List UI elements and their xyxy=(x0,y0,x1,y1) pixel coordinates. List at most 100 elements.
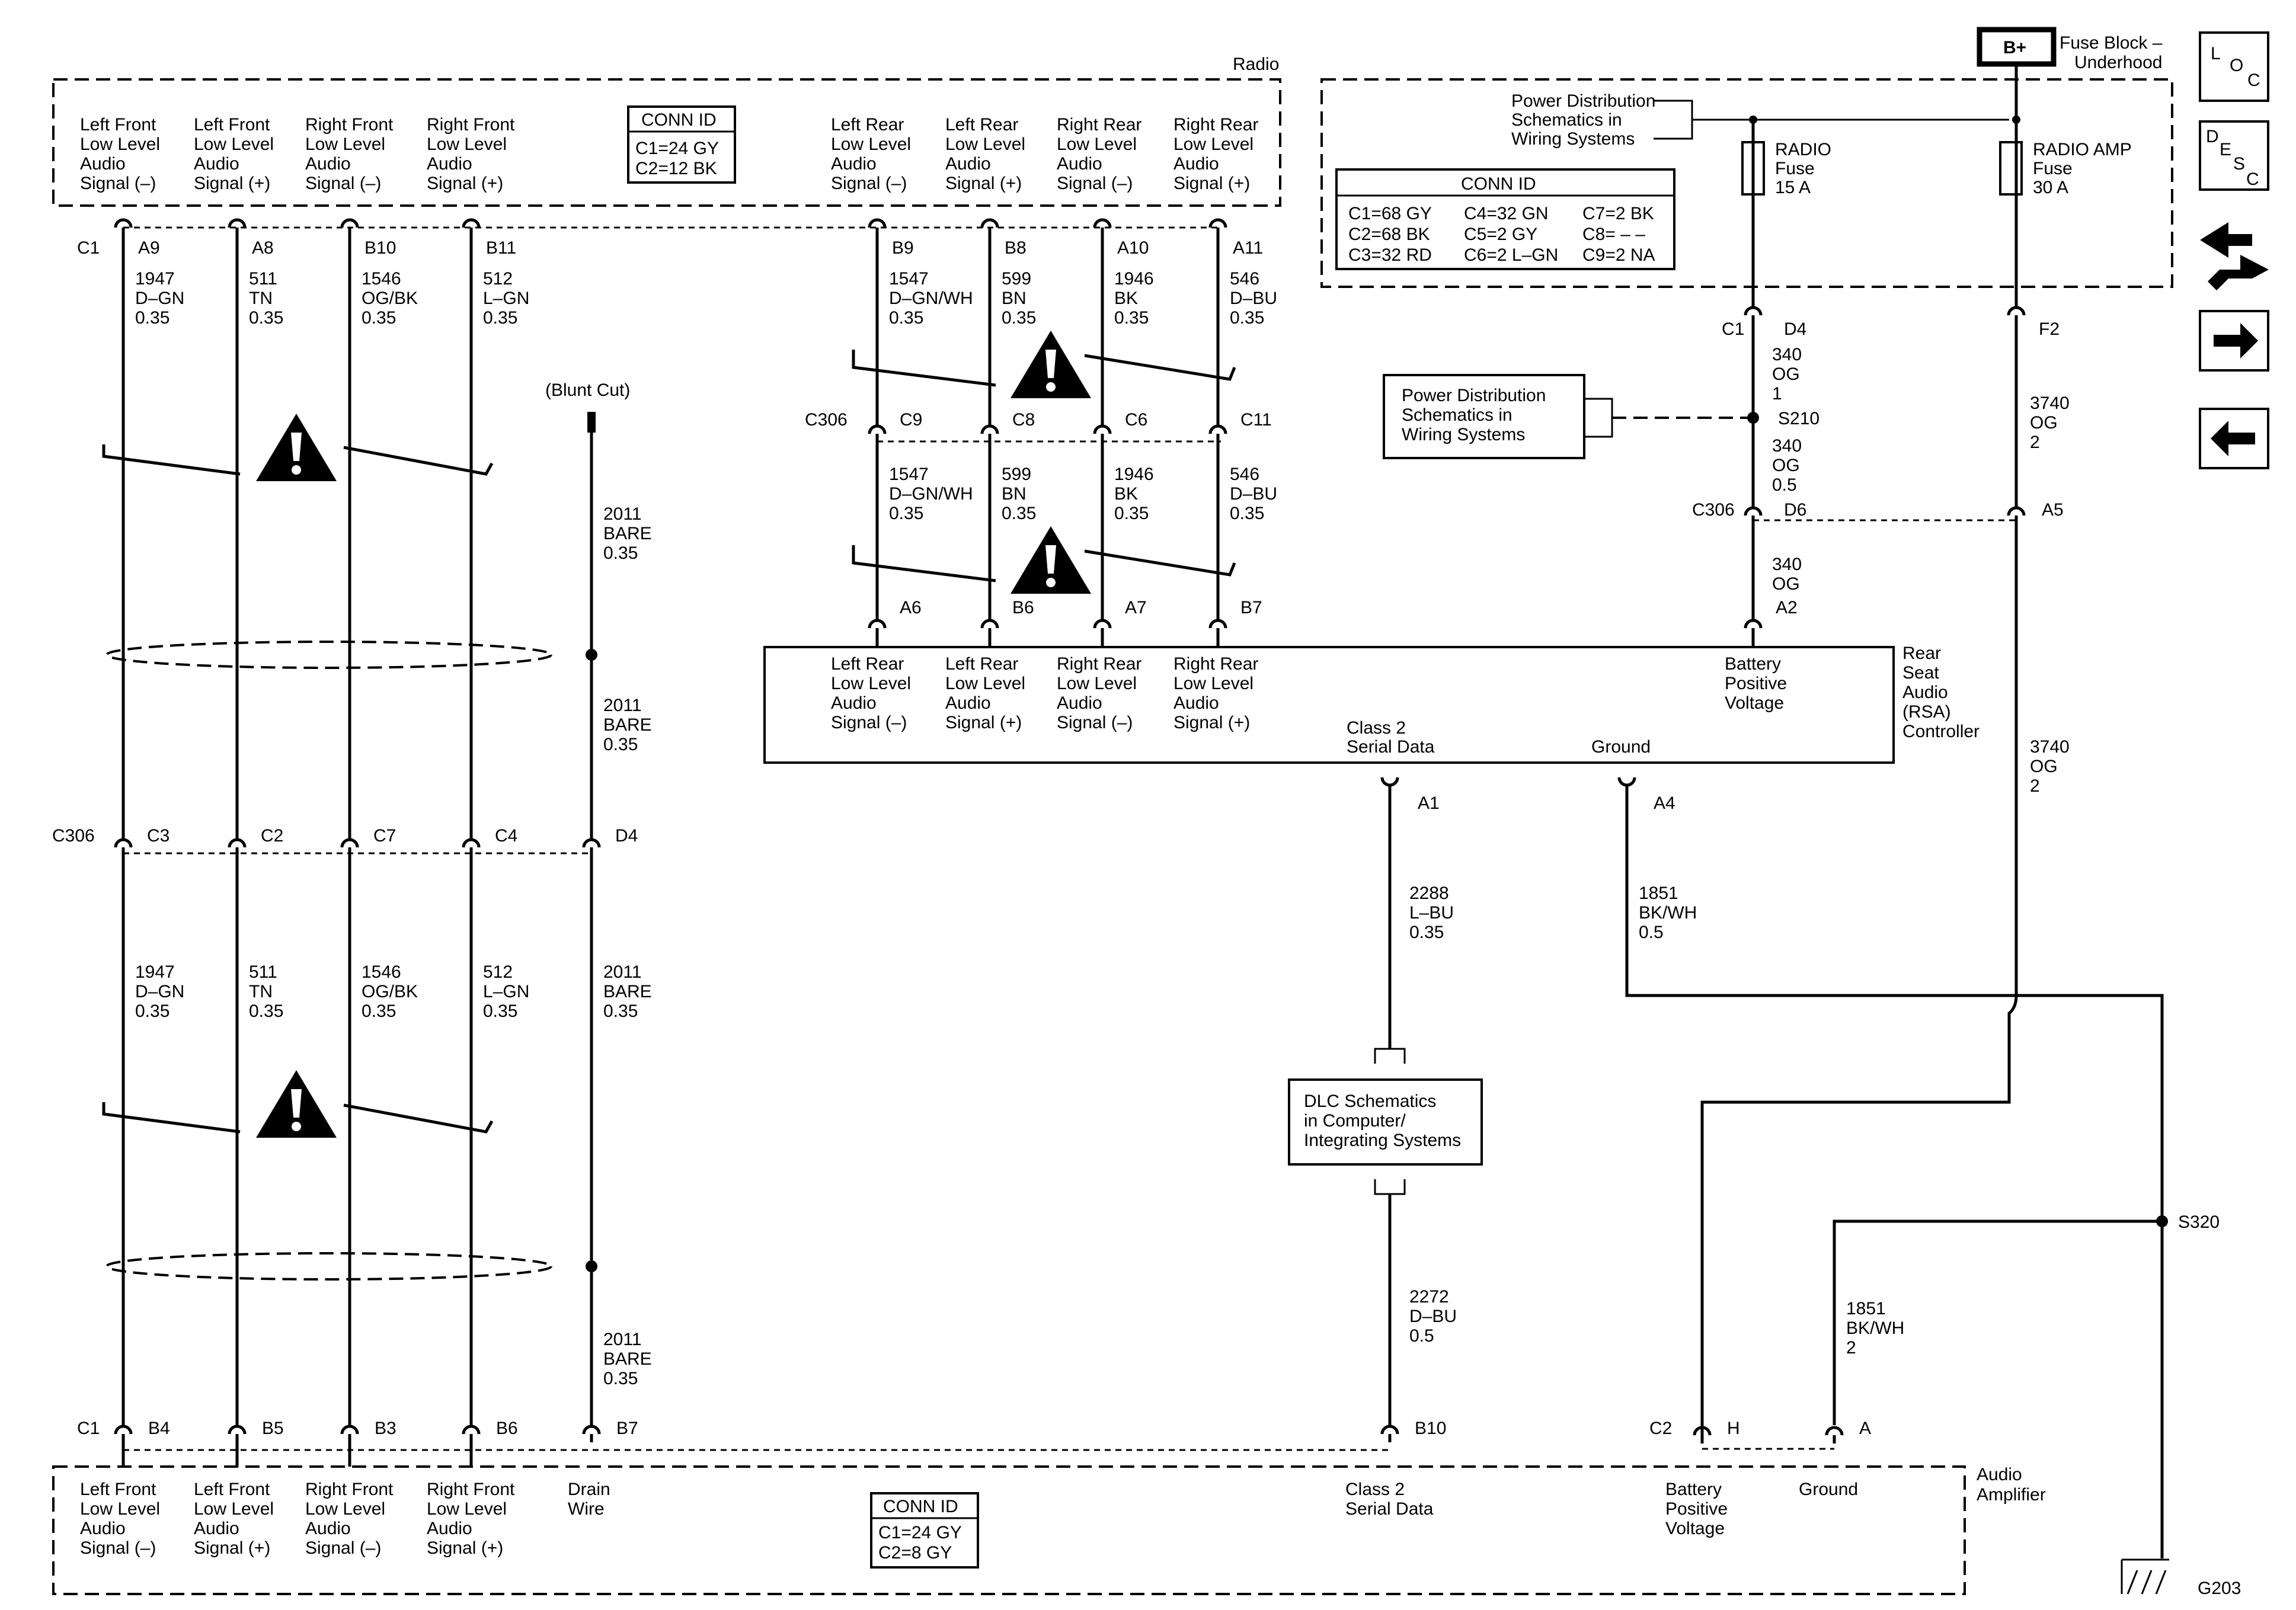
amp-pin-label: Right Front xyxy=(305,1480,394,1499)
pd-conn-cell: C5=2 GY xyxy=(1464,225,1537,244)
dlc-reference-box[interactable]: DLC Schematics in Computer/ Integrating … xyxy=(1288,1078,1483,1166)
connector-icon xyxy=(2007,306,2026,324)
connector-pin-label: D4 xyxy=(615,826,638,846)
radio-pin-label: Signal (+) xyxy=(1173,174,1250,193)
harness-icon[interactable] xyxy=(2200,222,2269,290)
amp-pin-label: Left Front xyxy=(194,1480,270,1499)
radio-conn-line: C1=24 GY xyxy=(635,139,719,158)
wire-circuit-label: 0.35 xyxy=(362,1001,396,1021)
next-arrow-icon xyxy=(2214,323,2258,359)
connector-icon xyxy=(1744,306,1763,324)
wire-circuit-label: BARE xyxy=(603,715,652,735)
rsa-pin-label: Signal (–) xyxy=(831,713,907,732)
amp-title: Audio xyxy=(1977,1465,2022,1484)
connector-icon xyxy=(1825,1426,1844,1443)
rsa-class2-label: Class 2 xyxy=(1347,718,1406,738)
rsa-pin-label: Low Level xyxy=(1057,674,1137,693)
pd-ref2-label: Schematics in xyxy=(1402,405,1512,425)
rsa-controller: Rear Seat Audio (RSA) Controller Battery… xyxy=(763,644,1980,764)
amp-fuse-label: RADIO AMP xyxy=(2033,140,2132,159)
connector-pin-label: F2 xyxy=(2039,319,2060,339)
nav-icons[interactable]: L O C D E S C xyxy=(2199,31,2269,469)
wire-circuit-label: D–GN/WH xyxy=(889,484,973,504)
amp-pin-label: Low Level xyxy=(194,1499,274,1519)
rsa-title: Seat xyxy=(1902,663,1939,683)
amp-pin-number: B6 xyxy=(496,1419,518,1438)
rsa-pin-label: Audio xyxy=(831,693,877,713)
amp-pin-label: Voltage xyxy=(1665,1519,1725,1538)
wire-circuit-label: 1851 xyxy=(1846,1299,1886,1318)
radio-conn-c1: C1 xyxy=(77,238,100,258)
amp-pin-label: Low Level xyxy=(427,1499,507,1519)
wire-circuit-label: 0.35 xyxy=(362,308,396,328)
s320-label: S320 xyxy=(2178,1212,2220,1232)
radio-fuse-label: Fuse xyxy=(1775,159,1815,178)
wire-circuit-label: 2011 xyxy=(603,504,642,524)
wire-circuit-label: 0.35 xyxy=(603,1001,638,1021)
amp-pin-label: Signal (+) xyxy=(194,1538,270,1558)
connector-icon xyxy=(1093,218,1112,236)
amp-pin-label: Wire xyxy=(568,1499,605,1519)
wire-circuit-label: BK xyxy=(1114,484,1138,504)
wire-circuit-label: 0.35 xyxy=(1114,308,1149,328)
wire-circuit-label: 0.35 xyxy=(135,1001,170,1021)
wire-circuit-label: L–GN xyxy=(483,982,529,1001)
amp-pin-number: H xyxy=(1727,1419,1740,1438)
wire-circuit-label: 2272 xyxy=(1409,1287,1449,1307)
dlc-label: in Computer/ xyxy=(1304,1111,1406,1131)
wire-circuit-label: 0.35 xyxy=(1230,504,1264,523)
radio-pin-label: Signal (–) xyxy=(1057,174,1133,193)
radio-pin-number: B9 xyxy=(892,238,914,258)
amp-pin-label: Low Level xyxy=(80,1499,160,1519)
rsa-title: Controller xyxy=(1902,722,1980,741)
radio-pin-number: A9 xyxy=(138,238,160,258)
connector-icon xyxy=(228,218,247,236)
connector-icon xyxy=(340,218,359,236)
svg-text:E: E xyxy=(2220,140,2231,159)
radio-pin-number: B10 xyxy=(364,238,396,258)
radio-pin-label: Audio xyxy=(80,154,126,174)
radio-pin-label: Audio xyxy=(945,154,991,174)
rsa-pin-label: Audio xyxy=(945,693,991,713)
radio-pin-label: Right Front xyxy=(305,115,394,135)
warning-icon xyxy=(1011,526,1091,594)
wire-circuit-label: 0.35 xyxy=(249,308,283,328)
wire-circuit-label: 599 xyxy=(1002,269,1031,289)
pd-conn-title: CONN ID xyxy=(1461,174,1536,194)
radio-fuse-label: 15 A xyxy=(1775,178,1811,197)
wire-circuit-label: 2011 xyxy=(603,696,642,715)
connector-pin-label: C2 xyxy=(261,826,283,846)
wire-circuit-label: TN xyxy=(249,289,273,308)
wire-circuit-label: 1946 xyxy=(1114,269,1154,289)
wire-circuit-label: 1946 xyxy=(1114,465,1154,484)
wire-circuit-label: 0.35 xyxy=(603,735,638,754)
connector-icon xyxy=(114,218,133,236)
wire-circuit-label: D–GN/WH xyxy=(889,289,973,308)
pd-reference-box[interactable]: Power Distribution Schematics in Wiring … xyxy=(1383,374,1753,459)
wire-circuit-label: 2 xyxy=(2030,776,2040,796)
wire-circuit-label: 1 xyxy=(1772,384,1782,404)
rsa-pin-label: Low Level xyxy=(831,674,911,693)
pd-conn-cell: C2=68 BK xyxy=(1348,225,1430,244)
radio-pin-label: Low Level xyxy=(427,135,507,154)
rsa-title: (RSA) xyxy=(1902,702,1951,722)
wire-circuit-label: 0.35 xyxy=(1409,923,1444,942)
rsa-pin-label: Audio xyxy=(1057,693,1102,713)
wire-circuit-label: 1851 xyxy=(1639,884,1678,903)
c306-label: C306 xyxy=(1692,500,1735,520)
drain-splice xyxy=(586,1260,597,1272)
connector-icon xyxy=(1208,218,1227,236)
rsa-ground-label: Ground xyxy=(1591,737,1651,757)
pd-conn-cell: C3=32 RD xyxy=(1348,245,1432,265)
amp-pin-label: Battery xyxy=(1665,1480,1722,1499)
wire-circuit-label: 0.35 xyxy=(603,1369,638,1388)
radio-pin-number: A11 xyxy=(1233,238,1263,258)
amp-conn-line: C1=24 GY xyxy=(878,1523,962,1542)
connector-icon xyxy=(868,619,887,636)
wire-circuit-label: BK/WH xyxy=(1846,1318,1904,1338)
wire-circuit-label: BK/WH xyxy=(1639,903,1697,923)
fuse-block-label: Underhood xyxy=(2074,53,2162,72)
connector-icon xyxy=(340,1425,359,1442)
pd-conn-cell: C4=32 GN xyxy=(1464,204,1549,223)
audio-amplifier: Audio Amplifier CONN ID C1=24 GY C2=8 GY xyxy=(52,1465,2046,1595)
